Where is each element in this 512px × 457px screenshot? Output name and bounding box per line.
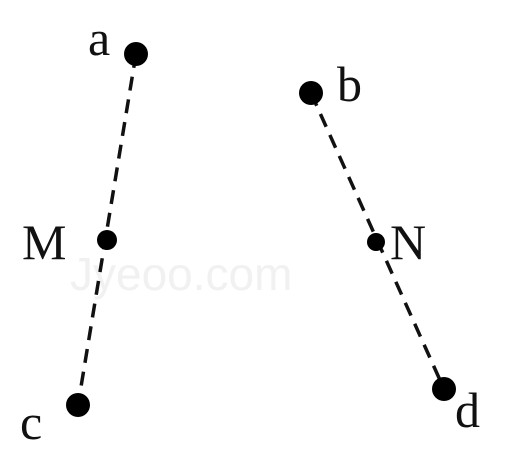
watermark: Jyeoo.com: [70, 248, 292, 300]
label-b: b: [337, 56, 362, 112]
label-n: N: [390, 214, 426, 270]
label-m: M: [22, 214, 66, 270]
label-d: d: [455, 382, 480, 438]
point-d: [432, 377, 456, 401]
point-m: [97, 230, 117, 250]
label-c: c: [20, 394, 42, 450]
point-c: [66, 393, 90, 417]
point-n: [367, 233, 385, 251]
label-a: a: [88, 10, 110, 66]
point-a: [124, 42, 148, 66]
point-b: [299, 81, 323, 105]
segment-ac: [76, 53, 138, 406]
